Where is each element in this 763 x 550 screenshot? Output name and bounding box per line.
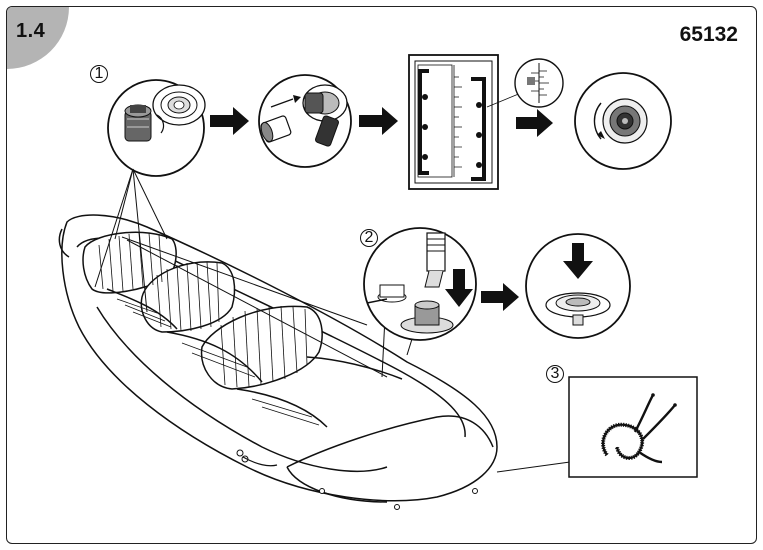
manual-page-frame: 1.4 65132 1 2 3 bbox=[6, 6, 757, 544]
arrow-icon bbox=[516, 109, 553, 137]
valve-closeup-2 bbox=[258, 74, 352, 168]
step-marker-2: 2 bbox=[360, 229, 378, 247]
bungee-cord-panel bbox=[568, 376, 698, 478]
step-tab bbox=[7, 7, 69, 69]
arrow-icon bbox=[359, 107, 398, 135]
illustration bbox=[58, 54, 698, 510]
deck-lacing-points bbox=[236, 449, 478, 510]
arrow-icon bbox=[481, 283, 519, 311]
seat-ribs bbox=[98, 232, 320, 426]
step-marker-3: 3 bbox=[546, 365, 564, 383]
inflate-valve-closeup bbox=[363, 227, 477, 341]
arrow-icon bbox=[210, 107, 249, 135]
step-marker-1: 1 bbox=[90, 65, 108, 83]
gauge-magnifier bbox=[514, 58, 564, 108]
valve-seated-closeup bbox=[525, 233, 631, 339]
valve-closeup-1 bbox=[107, 79, 206, 177]
model-number: 65132 bbox=[679, 23, 738, 46]
step-label: 1.4 bbox=[16, 20, 46, 42]
pressure-gauge-panel bbox=[408, 54, 522, 190]
valve-closeup-3 bbox=[574, 72, 672, 170]
